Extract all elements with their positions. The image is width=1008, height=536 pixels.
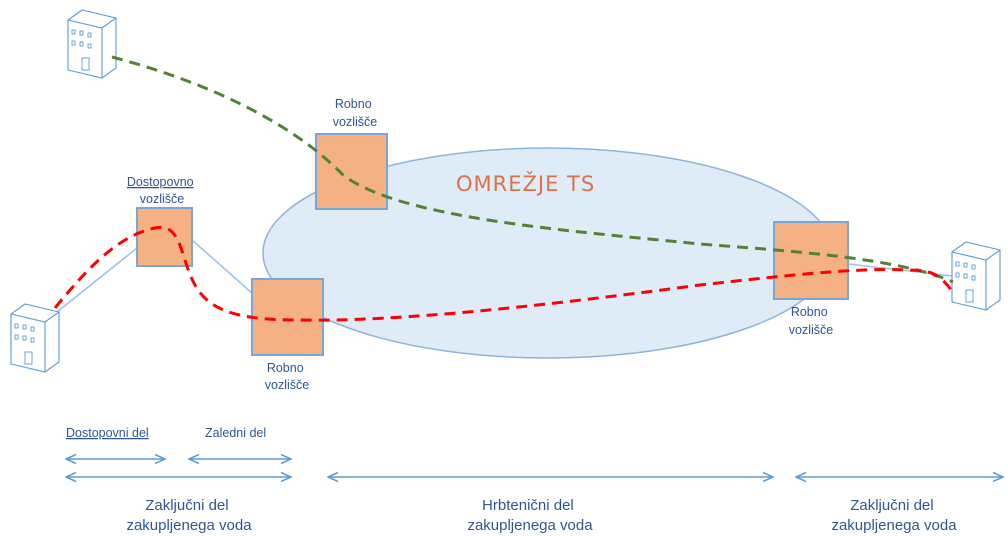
- edge-node-bottom-left-label: Robno vozlišče: [265, 361, 310, 392]
- edge-node-right: [773, 221, 849, 300]
- backhaul-part-label: Zaledni del: [205, 426, 266, 440]
- edge-node-right-label: Robno vozlišče: [789, 305, 834, 337]
- green-circuit-path: [111, 55, 954, 284]
- link-building-access: [51, 247, 138, 317]
- access-node: [136, 207, 193, 267]
- red-circuit-path: [53, 225, 955, 322]
- building-icon: [951, 241, 1001, 311]
- building-icon: [10, 303, 60, 373]
- edge-node-bottom-left: [251, 278, 324, 356]
- link-access-edge: [191, 239, 253, 294]
- access-node-label: Dostopovno vozlišče: [127, 175, 197, 206]
- access-part-label: Dostopovni del: [66, 426, 149, 440]
- terminal-right-caption: Zaključni del zakupljenega voda: [831, 497, 957, 534]
- backbone-caption: Hrbtenični del zakupljenega voda: [467, 497, 593, 534]
- building-icon: [67, 9, 117, 79]
- edge-node-top: [315, 133, 388, 210]
- terminal-left-caption: Zaključni del zakupljenega voda: [126, 497, 252, 534]
- network-label: OMREŽJE TS: [456, 171, 595, 196]
- edge-node-top-label: Robno vozlišče: [333, 97, 378, 129]
